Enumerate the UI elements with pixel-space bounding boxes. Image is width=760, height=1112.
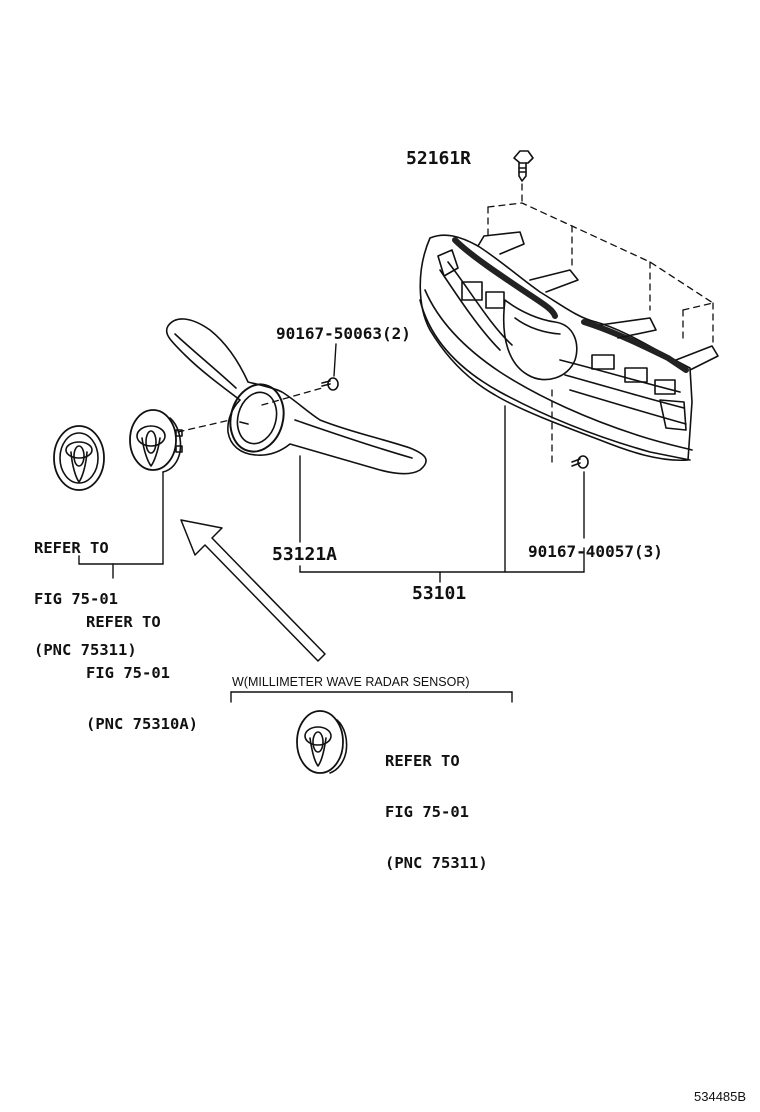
callout-grille-assembly-53101: 53101: [412, 583, 467, 604]
reference-emblem-left: REFER TO FIG 75-01 (PNC 75311): [34, 506, 137, 676]
callout-screw-90167-50063: 90167-50063(2): [276, 324, 411, 343]
reference-emblem-radar: REFER TO FIG 75-01 (PNC 75311): [385, 719, 488, 889]
screw-lower-part: [571, 455, 589, 469]
reference-line: FIG 75-01: [86, 664, 170, 682]
leader-lines: [78, 343, 585, 583]
callout-screw-90167-40057: 90167-40057(3): [528, 542, 663, 561]
callout-clip-52161r: 52161R: [406, 148, 472, 169]
reference-line: FIG 75-01: [385, 803, 469, 821]
emblem-left: [53, 425, 105, 491]
reference-line: (PNC 75310A): [86, 715, 198, 733]
upper-grille-part: [165, 318, 427, 475]
clip-part: [513, 150, 534, 182]
callout-upper-grille-53121a: 53121A: [272, 544, 338, 565]
variant-bracket: [230, 691, 513, 703]
projection-lines: [177, 183, 714, 466]
reference-line: REFER TO: [385, 752, 460, 770]
reference-line: FIG 75-01: [34, 590, 118, 608]
reference-line: REFER TO: [86, 613, 161, 631]
reference-emblem-front: REFER TO FIG 75-01 (PNC 75310A): [86, 580, 198, 750]
front-direction-arrow: [180, 519, 326, 662]
screw-upper-part: [321, 377, 339, 391]
radiator-grille-assembly: [419, 231, 719, 462]
reference-line: REFER TO: [34, 539, 109, 557]
reference-line: (PNC 75311): [34, 641, 137, 659]
emblem-front: [129, 409, 183, 473]
reference-line: (PNC 75311): [385, 854, 488, 872]
variant-note: W(MILLIMETER WAVE RADAR SENSOR): [232, 675, 470, 689]
illustration-number: 534485B: [694, 1089, 747, 1104]
emblem-radar: [296, 710, 348, 774]
